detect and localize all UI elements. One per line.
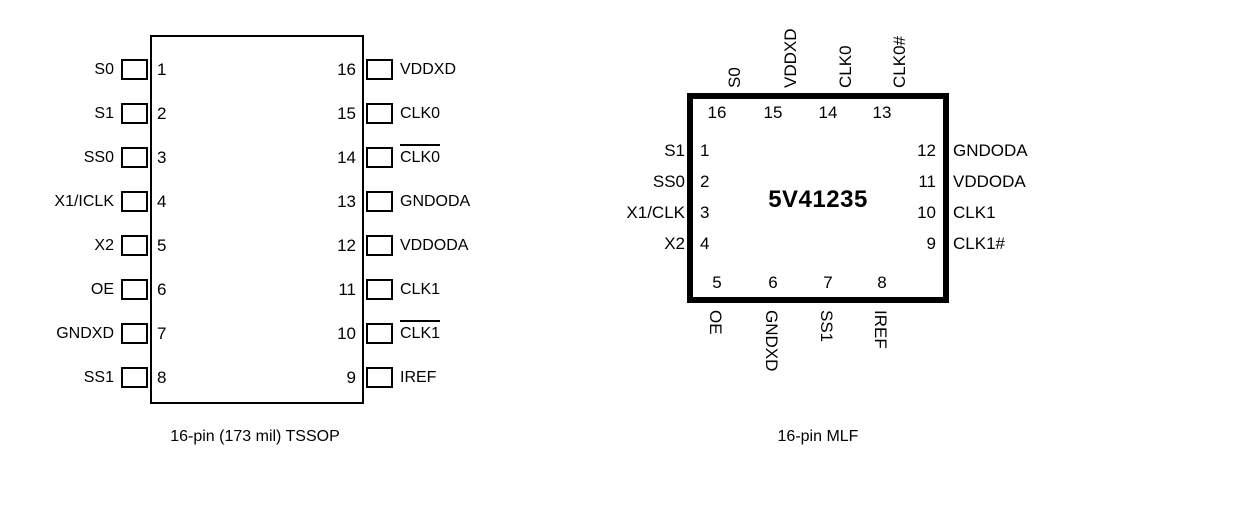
tssop-pin-label: SS0 xyxy=(83,149,114,166)
tssop-pin-number: 9 xyxy=(346,368,356,387)
mlf-pin-number: 3 xyxy=(700,203,710,222)
tssop-pin-label: CLK1 xyxy=(400,320,441,344)
tssop-pin-number: 5 xyxy=(157,236,167,255)
mlf-pin-number: 13 xyxy=(872,103,892,122)
tssop-pin-number: 7 xyxy=(157,324,167,343)
tssop-pin-label: GNDXD xyxy=(56,325,114,342)
mlf-pin-label: IREF xyxy=(871,310,890,349)
mlf-pin-number: 1 xyxy=(700,141,710,160)
mlf-caption: 16-pin MLF xyxy=(777,428,859,445)
mlf-pin-number: 6 xyxy=(768,273,778,292)
mlf-pin-label: GNDXD xyxy=(762,310,781,372)
mlf-pin-number: 9 xyxy=(926,234,936,253)
tssop-pin-number: 14 xyxy=(337,148,356,167)
tssop-pin-label: X1/ICLK xyxy=(54,193,114,210)
tssop-pin-number: 13 xyxy=(337,192,356,211)
mlf-pin-label: S1 xyxy=(664,141,685,160)
tssop-pin-label: CLK1 xyxy=(400,281,441,298)
tssop-pin-label: S1 xyxy=(94,105,114,122)
tssop-body-outline xyxy=(150,35,364,404)
mlf-pin-number: 14 xyxy=(818,103,838,122)
tssop-pin-stub xyxy=(121,367,148,388)
tssop-caption: 16-pin (173 mil) TSSOP xyxy=(170,428,340,445)
tssop-pin-number: 10 xyxy=(337,324,356,343)
tssop-pin-stub xyxy=(121,147,148,168)
mlf-pin-number: 10 xyxy=(917,203,936,222)
tssop-pin-stub xyxy=(366,279,393,300)
mlf-package-diagram: 5V41235 16 S0 15 VDDXD 14 CLK0 13 CLK0# 1 S1 2 SS0… xyxy=(560,0,1120,470)
tssop-pin-stub xyxy=(366,191,393,212)
tssop-pin-label: S0 xyxy=(94,61,114,78)
mlf-pin-number: 5 xyxy=(712,273,722,292)
mlf-pin-number: 2 xyxy=(700,172,710,191)
tssop-pin-number: 12 xyxy=(337,236,356,255)
mlf-pin-number: 15 xyxy=(763,103,783,122)
tssop-pin-stub xyxy=(121,191,148,212)
mlf-pin-number: 16 xyxy=(707,103,727,122)
tssop-pin-stub xyxy=(366,59,393,80)
tssop-pin-stub xyxy=(366,103,393,124)
overline-label: CLK1 xyxy=(400,320,441,342)
tssop-pin-stub xyxy=(366,367,393,388)
tssop-pin-stub xyxy=(121,59,148,80)
mlf-body-outline xyxy=(687,93,949,303)
tssop-pin-label: SS1 xyxy=(83,369,114,386)
tssop-pin-stub xyxy=(366,147,393,168)
mlf-pin-number: 11 xyxy=(918,172,936,191)
tssop-pin-number: 8 xyxy=(157,368,167,387)
mlf-pin-number: 4 xyxy=(700,234,710,253)
tssop-pin-number: 1 xyxy=(157,60,167,79)
tssop-pin-number: 6 xyxy=(157,280,167,299)
mlf-pin-number: 12 xyxy=(917,141,936,160)
mlf-pin-label: OE xyxy=(706,310,725,335)
tssop-pin-label: X2 xyxy=(94,237,114,254)
mlf-part-number: 5V41235 xyxy=(768,186,868,213)
tssop-pin-stub xyxy=(121,279,148,300)
tssop-pin-label: OE xyxy=(90,281,114,298)
overline-label: CLK0 xyxy=(400,144,441,166)
tssop-pin-stub xyxy=(366,235,393,256)
mlf-pin-label: SS0 xyxy=(652,172,685,191)
tssop-pin-number: 4 xyxy=(157,192,167,211)
tssop-pin-number: 3 xyxy=(157,148,167,167)
mlf-pin-label: X1/CLK xyxy=(626,203,685,222)
mlf-pin-label: S0 xyxy=(725,67,744,88)
mlf-pin-number: 8 xyxy=(877,273,887,292)
tssop-pin-number: 15 xyxy=(337,104,356,123)
tssop-pin-number: 11 xyxy=(338,280,356,299)
tssop-pin-label: GNDODA xyxy=(400,193,471,210)
tssop-pin-label: VDDXD xyxy=(400,61,457,78)
tssop-pin-label: VDDODA xyxy=(400,237,469,254)
tssop-pin-stub xyxy=(121,235,148,256)
mlf-pin-number: 7 xyxy=(823,273,833,292)
tssop-pin-label: CLK0 xyxy=(400,105,441,122)
tssop-pin-label: IREF xyxy=(400,369,437,386)
mlf-pin-label: GNDODA xyxy=(953,141,1028,160)
mlf-pin-label: SS1 xyxy=(817,310,836,343)
tssop-pin-number: 2 xyxy=(157,104,167,123)
tssop-pin-stub xyxy=(121,103,148,124)
mlf-pin-label: CLK1 xyxy=(953,203,996,222)
mlf-pin-label: CLK0# xyxy=(890,36,909,88)
mlf-pin-label: X2 xyxy=(664,234,685,253)
tssop-pin-label: CLK0 xyxy=(400,144,441,168)
mlf-pin-label: VDDXD xyxy=(781,28,800,88)
mlf-pin-label: CLK1# xyxy=(953,234,1005,253)
tssop-pin-stub xyxy=(121,323,148,344)
mlf-pin-label: CLK0 xyxy=(836,45,855,88)
tssop-pin-number: 16 xyxy=(337,60,356,79)
tssop-pin-stub xyxy=(366,323,393,344)
mlf-pin-label: VDDODA xyxy=(953,172,1026,191)
